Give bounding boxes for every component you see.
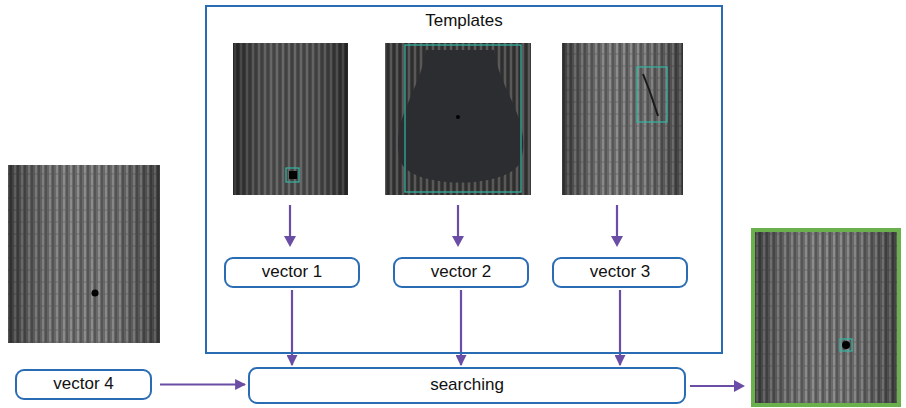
vector-box: vector 2: [393, 257, 529, 288]
vector-box: vector 4: [15, 369, 152, 400]
vector-box: vector 1: [224, 257, 360, 288]
arrow-connector: [160, 383, 245, 385]
node-label: vector 3: [590, 262, 650, 282]
template-image: [385, 43, 531, 195]
template-image: [562, 43, 683, 195]
vector-box: vector 3: [552, 257, 688, 288]
arrow: [284, 205, 745, 392]
node-label: vector 1: [262, 262, 322, 282]
node-label: vector 2: [431, 262, 491, 282]
node-label: searching: [430, 375, 504, 395]
node-label: vector 4: [53, 374, 113, 394]
input-image: [8, 165, 160, 343]
node-label: Templates: [207, 11, 721, 31]
template-image: [233, 43, 348, 195]
search-box: searching: [248, 367, 686, 404]
result-image: [753, 230, 899, 405]
template-group: Templates vector 1 vector 2 vector 3: [205, 5, 723, 354]
